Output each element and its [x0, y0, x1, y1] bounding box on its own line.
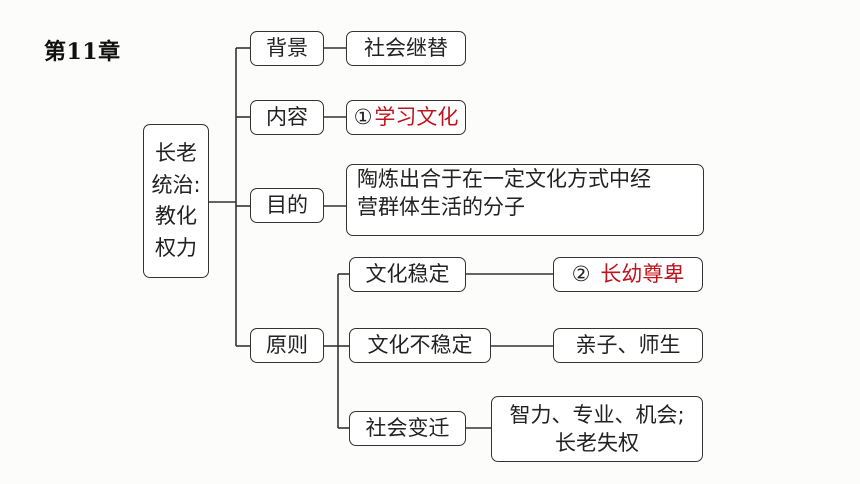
node-unstable-culture-detail-text: 亲子、师生	[575, 333, 681, 358]
node-unstable-culture-detail: 亲子、师生	[553, 328, 703, 363]
node-stable-culture-detail: ② 长幼尊卑	[553, 257, 703, 292]
answer-number-1: ①	[353, 105, 373, 130]
node-background-detail: 社会继替	[346, 31, 466, 66]
answer-number-2: ②	[571, 262, 591, 287]
node-content: 内容	[250, 100, 324, 135]
node-principle-label: 原则	[266, 333, 308, 358]
root-line-2: 统治:	[151, 172, 201, 197]
node-purpose-label: 目的	[266, 193, 308, 218]
node-social-change-detail-line-1: 智力、专业、机会;	[509, 402, 685, 427]
root-node: 长老 统治: 教化 权力	[143, 124, 209, 278]
node-purpose: 目的	[250, 188, 324, 223]
answer-text-1: 学习文化	[374, 105, 459, 130]
node-purpose-detail: 陶炼出合于在一定文化方式中经 营群体生活的分子	[346, 164, 704, 236]
root-line-3: 教化	[155, 204, 197, 228]
node-purpose-detail-line-1: 陶炼出合于在一定文化方式中经	[357, 167, 651, 191]
node-background-detail-text: 社会继替	[364, 36, 448, 61]
node-social-change: 社会变迁	[349, 411, 466, 446]
node-unstable-culture-label: 文化不稳定	[367, 333, 473, 358]
node-social-change-detail: 智力、专业、机会; 长老失权	[491, 396, 703, 462]
node-stable-culture-label: 文化稳定	[365, 262, 450, 287]
node-background: 背景	[250, 31, 324, 66]
node-content-label: 内容	[266, 105, 308, 130]
root-line-4: 权力	[155, 235, 197, 260]
node-unstable-culture: 文化不稳定	[349, 328, 491, 363]
node-social-change-detail-line-2: 长老失权	[555, 431, 639, 455]
node-stable-culture: 文化稳定	[349, 257, 466, 292]
node-purpose-detail-line-2: 营群体生活的分子	[357, 195, 525, 220]
node-background-label: 背景	[266, 36, 308, 61]
root-line-1: 长老	[155, 141, 197, 165]
node-principle: 原则	[250, 328, 324, 363]
chapter-title: 第11章	[44, 39, 121, 65]
answer-text-2: 长幼尊卑	[600, 262, 685, 287]
node-social-change-label: 社会变迁	[365, 416, 450, 441]
